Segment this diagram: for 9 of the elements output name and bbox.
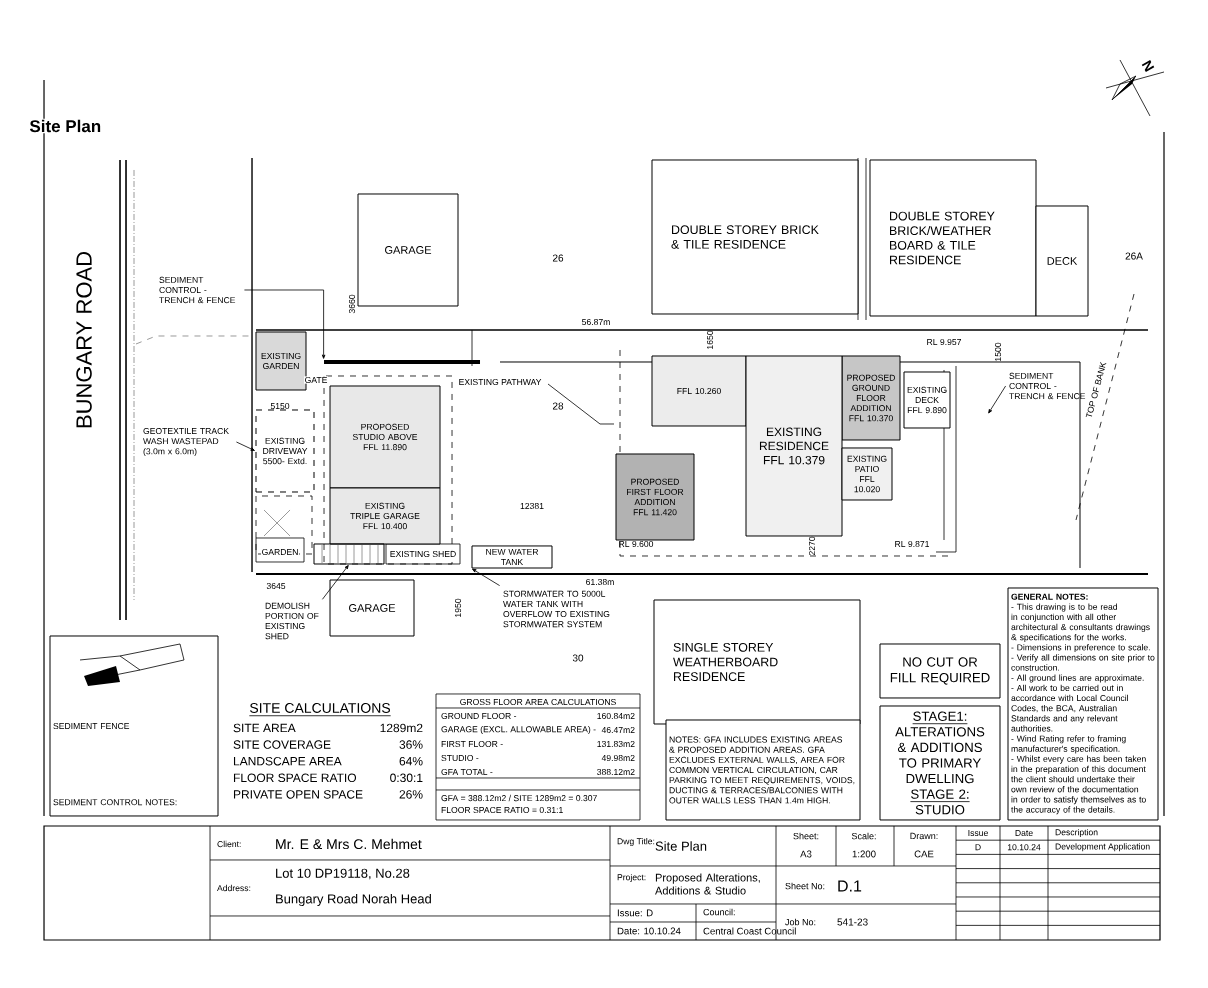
page-title: Site Plan bbox=[28, 118, 103, 134]
leader-line bbox=[244, 289, 326, 359]
leader-line bbox=[322, 565, 349, 600]
road-name: BUNGARY ROAD bbox=[76, 252, 92, 428]
leader-line bbox=[236, 441, 255, 451]
leader-line bbox=[988, 385, 1006, 414]
shed-outline bbox=[313, 543, 385, 565]
leader-line bbox=[472, 568, 500, 586]
field-value: D.1 bbox=[838, 880, 862, 892]
